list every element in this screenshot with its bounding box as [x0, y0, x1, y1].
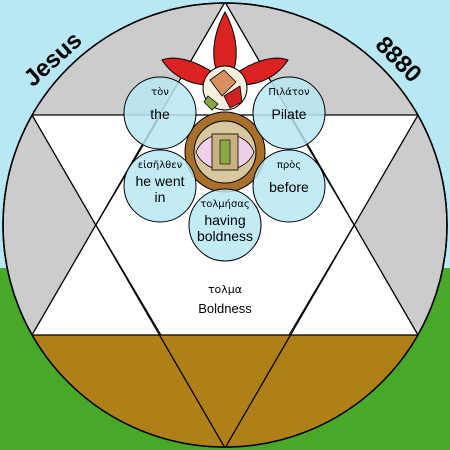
bubble-english-word: boldness — [197, 228, 253, 244]
bubble-english-word: he went — [135, 173, 184, 189]
bubble-greek-word: Πιλάτον — [268, 86, 310, 98]
bubble-greek-word: τολμήσας — [200, 198, 250, 210]
bubble-english-word: in — [155, 189, 166, 205]
bubble-english-word: before — [269, 179, 309, 195]
bubble-the: τὸν the — [123, 76, 197, 150]
bubble-greek-word: εἰσῆλθεν — [138, 159, 183, 171]
bubble-circle — [123, 76, 197, 150]
earth-tip — [160, 335, 290, 447]
bubble-circle — [188, 188, 262, 262]
bubble-circle — [123, 149, 197, 223]
bubble-circle — [252, 76, 326, 150]
bubble-greek-word: πρὸς — [277, 159, 301, 171]
bubble-english-word: Pilate — [271, 106, 306, 122]
center-english-word: Boldness — [198, 301, 252, 316]
center-ring — [184, 111, 266, 193]
flower-emblem — [161, 10, 289, 111]
bubble-before: πρὸς before — [252, 149, 326, 223]
bubble-circle — [252, 149, 326, 223]
bubble-english-word: the — [150, 106, 170, 122]
bubble-english-word: having — [204, 212, 245, 228]
center-greek-word: τολμα — [208, 283, 242, 296]
bubble-greek-word: τὸν — [151, 86, 169, 98]
